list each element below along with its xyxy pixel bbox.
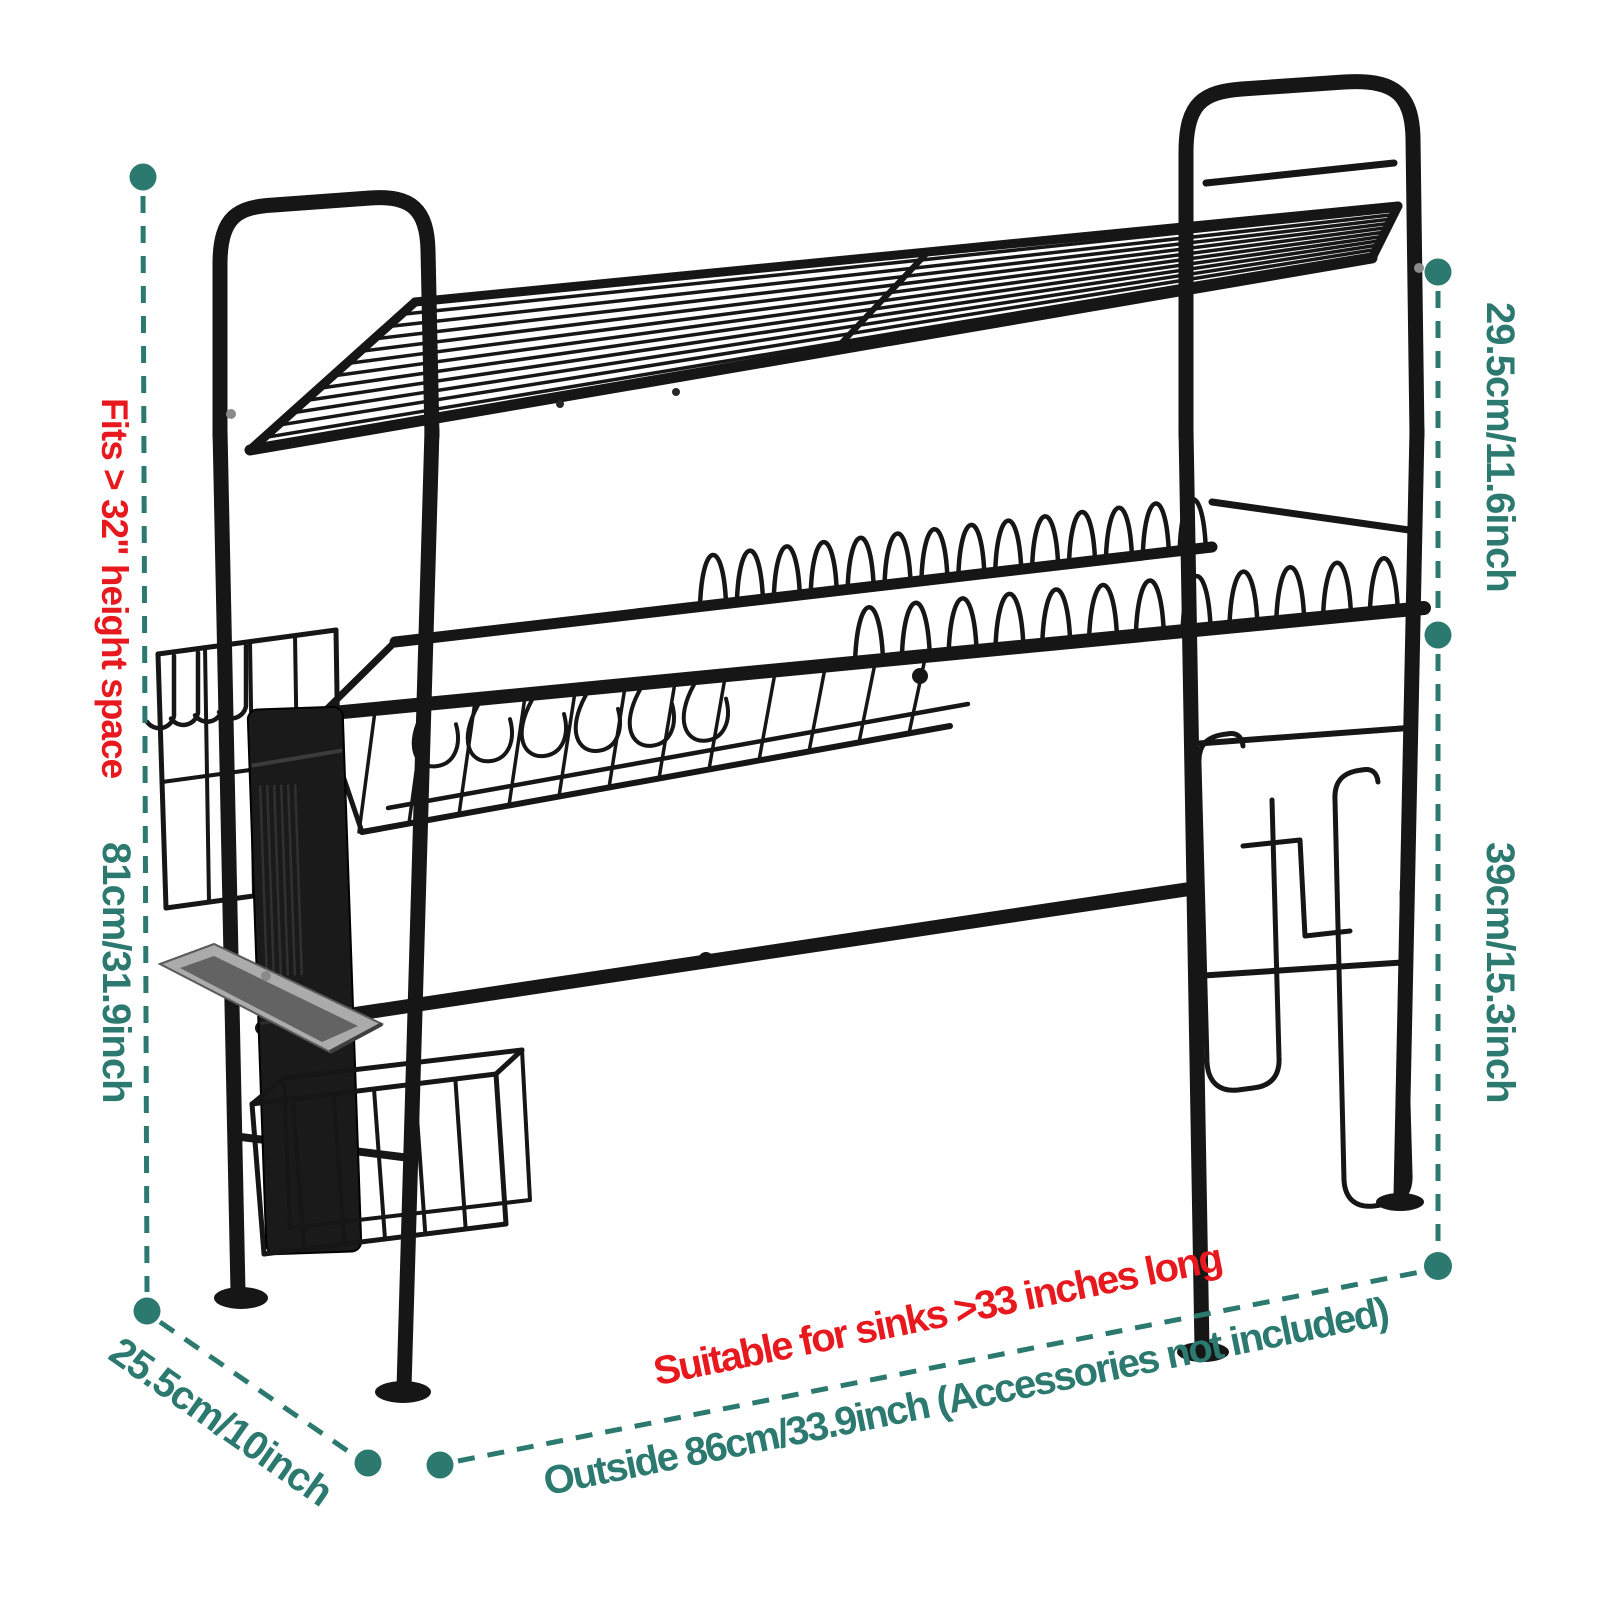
s-hooks	[144, 643, 249, 731]
label-total-height-81cm: 81cm/31.9inch	[94, 842, 138, 1103]
measurement-dots	[129, 163, 1452, 1479]
label-fits-height-space: Fits > 32" height space	[94, 398, 135, 779]
sponge-basket	[249, 1047, 532, 1257]
label-upper-height-29-5cm: 29.5cm/11.6inch	[1478, 302, 1522, 592]
left-u-frame	[212, 190, 440, 1403]
top-wire-shelf	[244, 201, 1403, 456]
middle-dish-tier	[315, 497, 1431, 835]
bottom-crossbar	[255, 881, 1203, 1035]
drip-tray	[157, 942, 385, 1054]
screw-details	[226, 263, 1424, 981]
cutting-board-holder	[1189, 725, 1413, 1209]
measurement-lines	[140, 195, 1441, 1464]
label-lower-height-39cm: 39cm/15.3inch	[1478, 842, 1522, 1103]
